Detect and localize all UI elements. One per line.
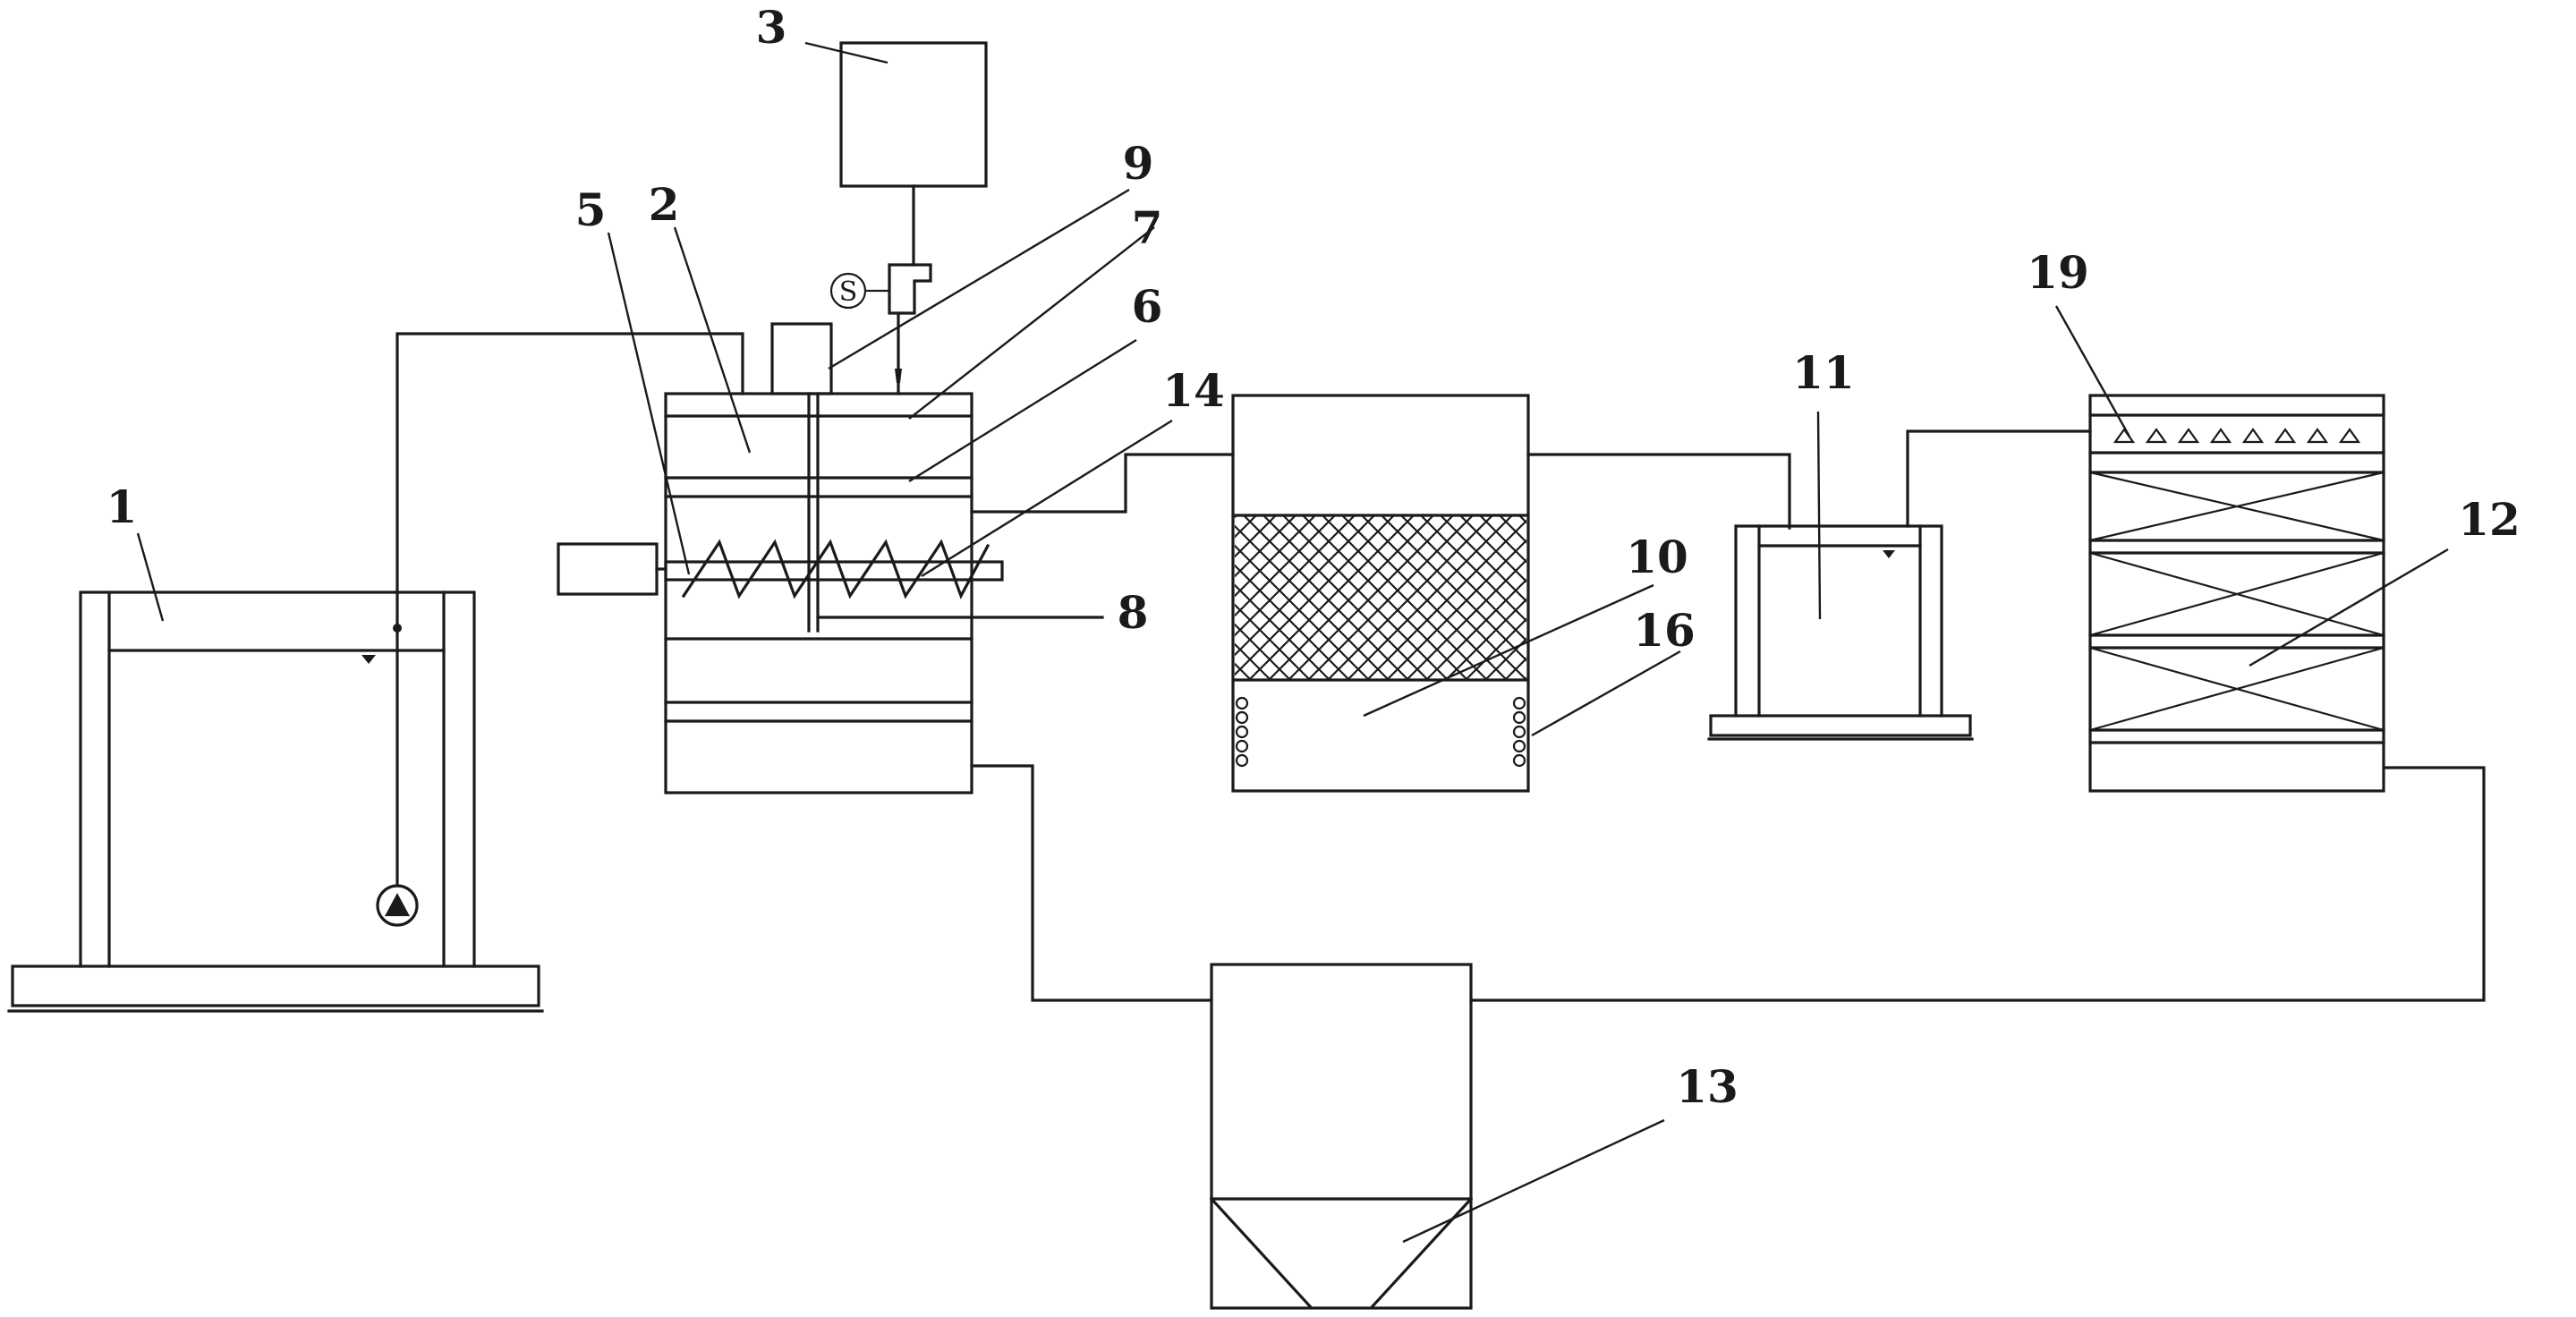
pump-icon bbox=[376, 884, 419, 927]
tank-1 bbox=[7, 591, 544, 1013]
label-1: 1 bbox=[106, 480, 138, 533]
stirrer-motor-9 bbox=[770, 322, 833, 395]
label-6: 6 bbox=[1132, 280, 1163, 333]
pipe-reactor-to-filter bbox=[970, 453, 1235, 514]
filter-10 bbox=[1231, 394, 1530, 793]
dosing-tank-3 bbox=[839, 41, 988, 188]
packed-tower-12 bbox=[2088, 394, 2385, 793]
screw-flight bbox=[681, 539, 990, 599]
label-19: 19 bbox=[2027, 246, 2089, 299]
motor-icon bbox=[557, 542, 659, 596]
settling-tank-13 bbox=[1209, 963, 1474, 1310]
label-13: 13 bbox=[1676, 1060, 1739, 1113]
aerator-icon bbox=[1235, 696, 1526, 768]
label-11: 11 bbox=[1792, 346, 1855, 399]
label-9: 9 bbox=[1123, 137, 1154, 190]
component-labels: 1 2 3 5 6 7 8 9 10 11 12 13 14 16 19 bbox=[106, 1, 2521, 1113]
solenoid-valve-icon: S bbox=[829, 263, 932, 315]
pipe-tower-to-settling bbox=[1469, 766, 2486, 1002]
tank-11 bbox=[1707, 524, 1974, 741]
water-level-icon bbox=[361, 655, 376, 664]
screw-conveyor-5 bbox=[664, 560, 1004, 582]
label-16: 16 bbox=[1633, 604, 1696, 657]
spray-nozzle-icon bbox=[2113, 428, 2361, 444]
svg-text:S: S bbox=[839, 276, 858, 308]
pipe-tank-11-to-tower bbox=[1906, 429, 2092, 528]
pipe-filter-to-tank-11 bbox=[1526, 453, 1791, 530]
label-14: 14 bbox=[1162, 364, 1225, 417]
pipe-reactor-to-settling bbox=[970, 764, 1213, 1002]
label-8: 8 bbox=[1118, 586, 1149, 639]
label-7: 7 bbox=[1132, 201, 1163, 254]
label-10: 10 bbox=[1626, 531, 1688, 583]
label-5: 5 bbox=[575, 183, 607, 236]
label-12: 12 bbox=[2458, 493, 2521, 546]
leader-lines bbox=[136, 41, 2449, 1244]
label-3: 3 bbox=[756, 1, 787, 54]
pipe-pump-to-reactor bbox=[395, 332, 744, 888]
water-level-icon bbox=[1883, 550, 1895, 558]
label-2: 2 bbox=[649, 178, 680, 231]
